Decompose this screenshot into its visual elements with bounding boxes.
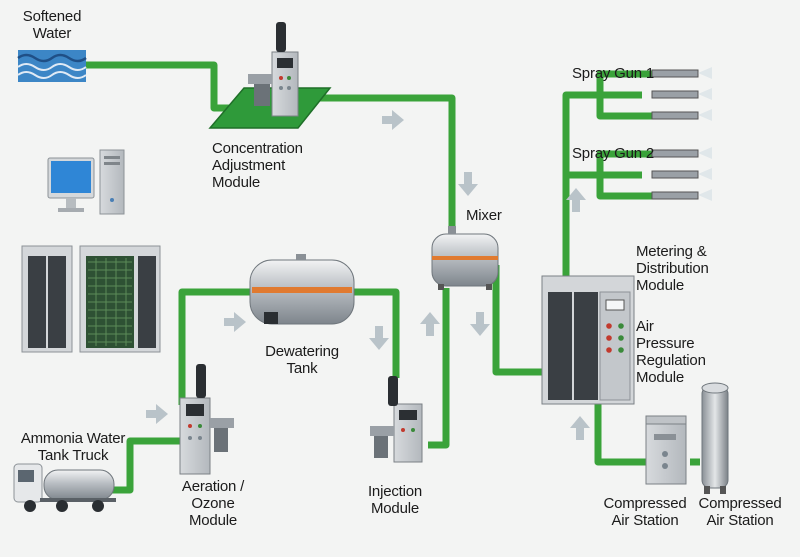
air-receiver-tank: [701, 382, 729, 494]
water-source: [17, 50, 87, 82]
label-dewatering-tank: Dewatering Tank: [265, 343, 339, 377]
arrow-right-tank: [224, 312, 246, 332]
pipe-tank-to-injection: [348, 288, 400, 378]
arrow-down-mixer-out: [470, 312, 490, 336]
pipe-mixer-to-metering: [492, 265, 544, 376]
pipe-air-to-metering: [594, 398, 660, 466]
pipe-spray1-branches: [596, 70, 652, 120]
pc-tower-icon: [99, 149, 125, 215]
pipe-truck-to-aeration: [110, 437, 180, 494]
flow-arrows: [146, 110, 590, 440]
arrow-right-aeration: [146, 404, 168, 424]
label-ammonia-truck: Ammonia Water Tank Truck: [20, 430, 126, 464]
pipe-injection-to-mixer: [428, 288, 450, 449]
label-air-pressure-module: Air Pressure Regulation Module: [636, 318, 706, 386]
label-compressed-air-1: Compressed Air Station: [603, 495, 687, 529]
label-concentration-module: Concentration Adjustment Module: [212, 140, 303, 191]
aeration-module: [179, 364, 234, 475]
nozzle-icon: [651, 69, 699, 200]
spray-guns: [651, 67, 712, 201]
pipe-concentration-to-mixer: [318, 94, 456, 234]
arrow-up-injection: [420, 312, 440, 336]
label-softened-water: Softened Water: [22, 8, 82, 42]
injection-module: [370, 376, 423, 463]
metering-cabinet: [541, 275, 635, 405]
concentration-module: [208, 22, 332, 129]
computer-workstation: [47, 149, 125, 215]
dewatering-tank: [249, 254, 355, 325]
label-compressed-air-2: Compressed Air Station: [698, 495, 782, 529]
pipe-metering-to-spray: [562, 91, 642, 282]
mixer-tank: [431, 226, 499, 290]
server-rack-icon: [21, 245, 161, 353]
truck-icon: [13, 463, 116, 512]
air-compressor-box: [645, 415, 687, 485]
label-metering-module: Metering & Distribution Module: [636, 243, 709, 294]
arrow-down-mixer: [458, 172, 478, 196]
module-platform: [208, 87, 332, 129]
arrow-up-air: [570, 416, 590, 440]
label-mixer: Mixer: [466, 207, 502, 224]
pipe-spray2-branch: [566, 150, 652, 200]
arrow-right-1: [382, 110, 404, 130]
pipe-network: [86, 61, 700, 494]
pipe-aeration-to-tank: [178, 288, 256, 405]
pipe-water-to-concentration: [86, 61, 250, 112]
label-spray-gun-1: Spray Gun 1: [572, 65, 655, 82]
label-injection-module: Injection Module: [367, 483, 423, 517]
monitor-icon: [47, 157, 95, 212]
label-aeration-module: Aeration / Ozone Module: [181, 478, 245, 529]
arrow-up-spray: [566, 188, 586, 212]
label-spray-gun-2: Spray Gun 2: [572, 145, 655, 162]
arrow-down-injection: [369, 326, 389, 350]
